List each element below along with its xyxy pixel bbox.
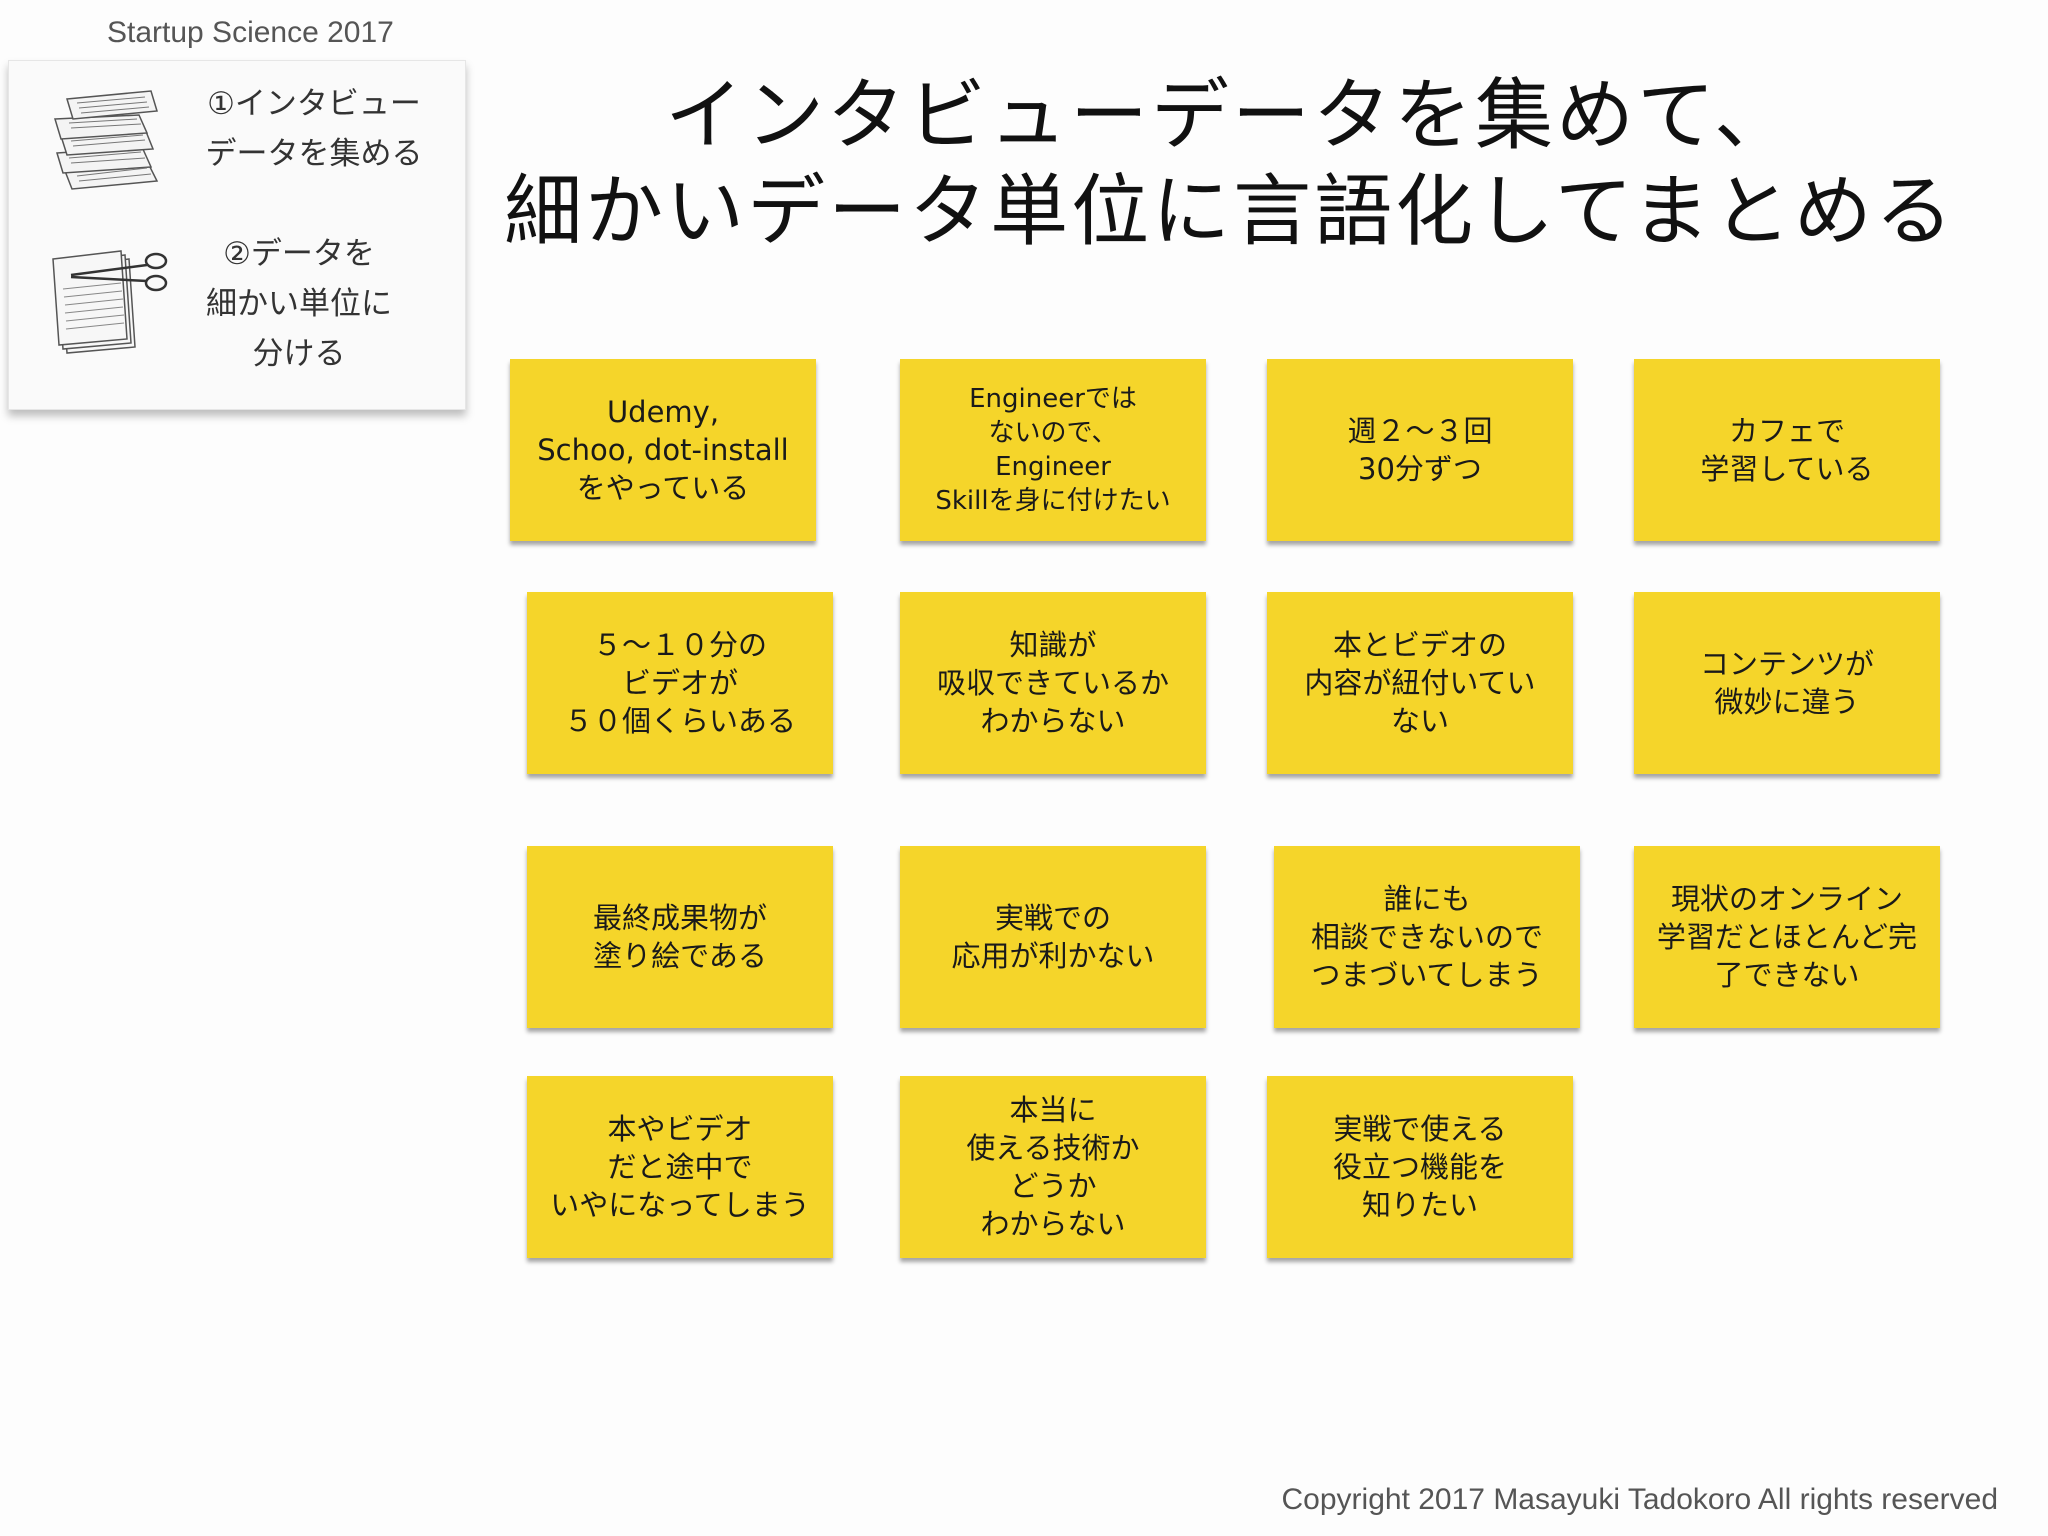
scissors-paper-icon <box>51 239 181 359</box>
steps-card: ①インタビュー データを集める <box>8 60 466 410</box>
note-text: 実戦での 応用が利かない <box>951 901 1155 973</box>
note-text: 本とビデオの 内容が紐付いてい ない <box>1304 628 1536 738</box>
note-text: 本当に 使える技術か どうか わからない <box>966 1093 1140 1241</box>
note-12: 現状のオンライン 学習だとほとんど完 了できない <box>1634 846 1940 1028</box>
note-4: カフェで 学習している <box>1634 359 1940 541</box>
note-text: 誰にも 相談できないので つまづいてしまう <box>1310 882 1543 992</box>
step-1-text: ①インタビュー データを集める <box>205 86 423 172</box>
note-1: Udemy, Schoo, dot-install をやっている <box>510 359 816 541</box>
step-2-text: ②データを 細かい単位に 分ける <box>206 236 392 372</box>
note-8: コンテンツが 微妙に違う <box>1634 592 1940 774</box>
copyright: Copyright 2017 Masayuki Tadokoro All rig… <box>1281 1483 1998 1516</box>
note-text: 知識が 吸収できているか わからない <box>936 628 1169 738</box>
note-2: Engineerでは ないので、 Engineer Skillを身に付けたい <box>900 359 1206 541</box>
note-3: 週２〜３回 30分ずつ <box>1267 359 1573 541</box>
note-11: 誰にも 相談できないので つまづいてしまう <box>1274 846 1580 1028</box>
note-text: ５〜１０分の ビデオが ５０個くらいある <box>563 628 796 738</box>
paper-stack-icon <box>47 81 167 191</box>
note-text: コンテンツが 微妙に違う <box>1699 647 1874 719</box>
page-title: インタビューデータを集めて、 細かいデータ単位に言語化してまとめる <box>504 71 1956 257</box>
note-13: 本やビデオ だと途中で いやになってしまう <box>527 1076 833 1258</box>
note-text: 週２〜３回 30分ずつ <box>1347 414 1493 486</box>
note-10: 実戦での 応用が利かない <box>900 846 1206 1028</box>
note-text: 最終成果物が 塗り絵である <box>592 901 767 973</box>
note-7: 本とビデオの 内容が紐付いてい ない <box>1267 592 1573 774</box>
note-text: カフェで 学習している <box>1700 414 1874 486</box>
note-text: 現状のオンライン 学習だとほとんど完 了できない <box>1656 882 1918 992</box>
note-text: Engineerでは ないので、 Engineer Skillを身に付けたい <box>935 384 1171 516</box>
note-5: ５〜１０分の ビデオが ５０個くらいある <box>527 592 833 774</box>
note-9: 最終成果物が 塗り絵である <box>527 846 833 1028</box>
header-label: Startup Science 2017 <box>107 16 394 49</box>
note-14: 本当に 使える技術か どうか わからない <box>900 1076 1206 1258</box>
note-text: 本やビデオ だと途中で いやになってしまう <box>550 1112 810 1222</box>
note-6: 知識が 吸収できているか わからない <box>900 592 1206 774</box>
note-text: Udemy, Schoo, dot-install をやっている <box>537 395 789 505</box>
note-text: 実戦で使える 役立つ機能を 知りたい <box>1332 1112 1507 1222</box>
note-15: 実戦で使える 役立つ機能を 知りたい <box>1267 1076 1573 1258</box>
